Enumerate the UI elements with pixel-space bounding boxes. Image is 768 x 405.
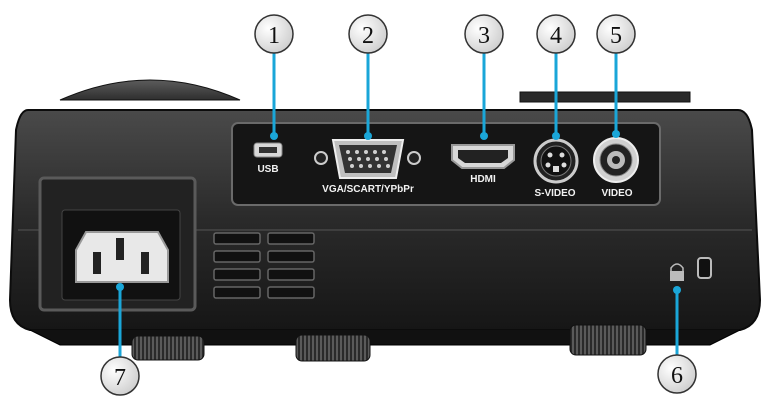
hdmi-port-icon xyxy=(451,144,515,169)
callout-6: 6 xyxy=(657,354,697,394)
leader-lines xyxy=(118,52,679,358)
svideo-label: S-VIDEO xyxy=(534,188,575,199)
projector-top-dome xyxy=(59,79,241,101)
callout-5: 5 xyxy=(596,14,636,54)
callout-5-number: 5 xyxy=(610,23,622,49)
projector-feet xyxy=(120,324,647,362)
video-port-icon xyxy=(593,137,639,183)
callout-3-number: 3 xyxy=(478,23,490,49)
callout-3: 3 xyxy=(464,14,504,54)
power-socket-icon xyxy=(38,176,197,312)
callout-7: 7 xyxy=(100,356,140,396)
callout-4-number: 4 xyxy=(550,23,562,49)
callout-2: 2 xyxy=(348,14,388,54)
vent-grille xyxy=(213,232,315,299)
vga-port-icon xyxy=(314,139,421,179)
projector-top-bar xyxy=(519,91,691,103)
video-label: VIDEO xyxy=(601,188,632,199)
kensington-lock-icon xyxy=(670,257,712,281)
callout-4: 4 xyxy=(536,14,576,54)
callout-1: 1 xyxy=(254,14,294,54)
leader-dots xyxy=(116,130,681,294)
callout-7-number: 7 xyxy=(114,365,126,391)
usb-label: USB xyxy=(257,164,278,175)
usb-port-icon xyxy=(253,142,283,158)
vga-label: VGA/SCART/YPbPr xyxy=(322,184,414,195)
callout-2-number: 2 xyxy=(362,23,374,49)
svideo-port-icon xyxy=(533,138,579,184)
hdmi-label: HDMI xyxy=(470,174,496,185)
callout-6-number: 6 xyxy=(671,363,683,389)
callout-1-number: 1 xyxy=(268,23,280,49)
